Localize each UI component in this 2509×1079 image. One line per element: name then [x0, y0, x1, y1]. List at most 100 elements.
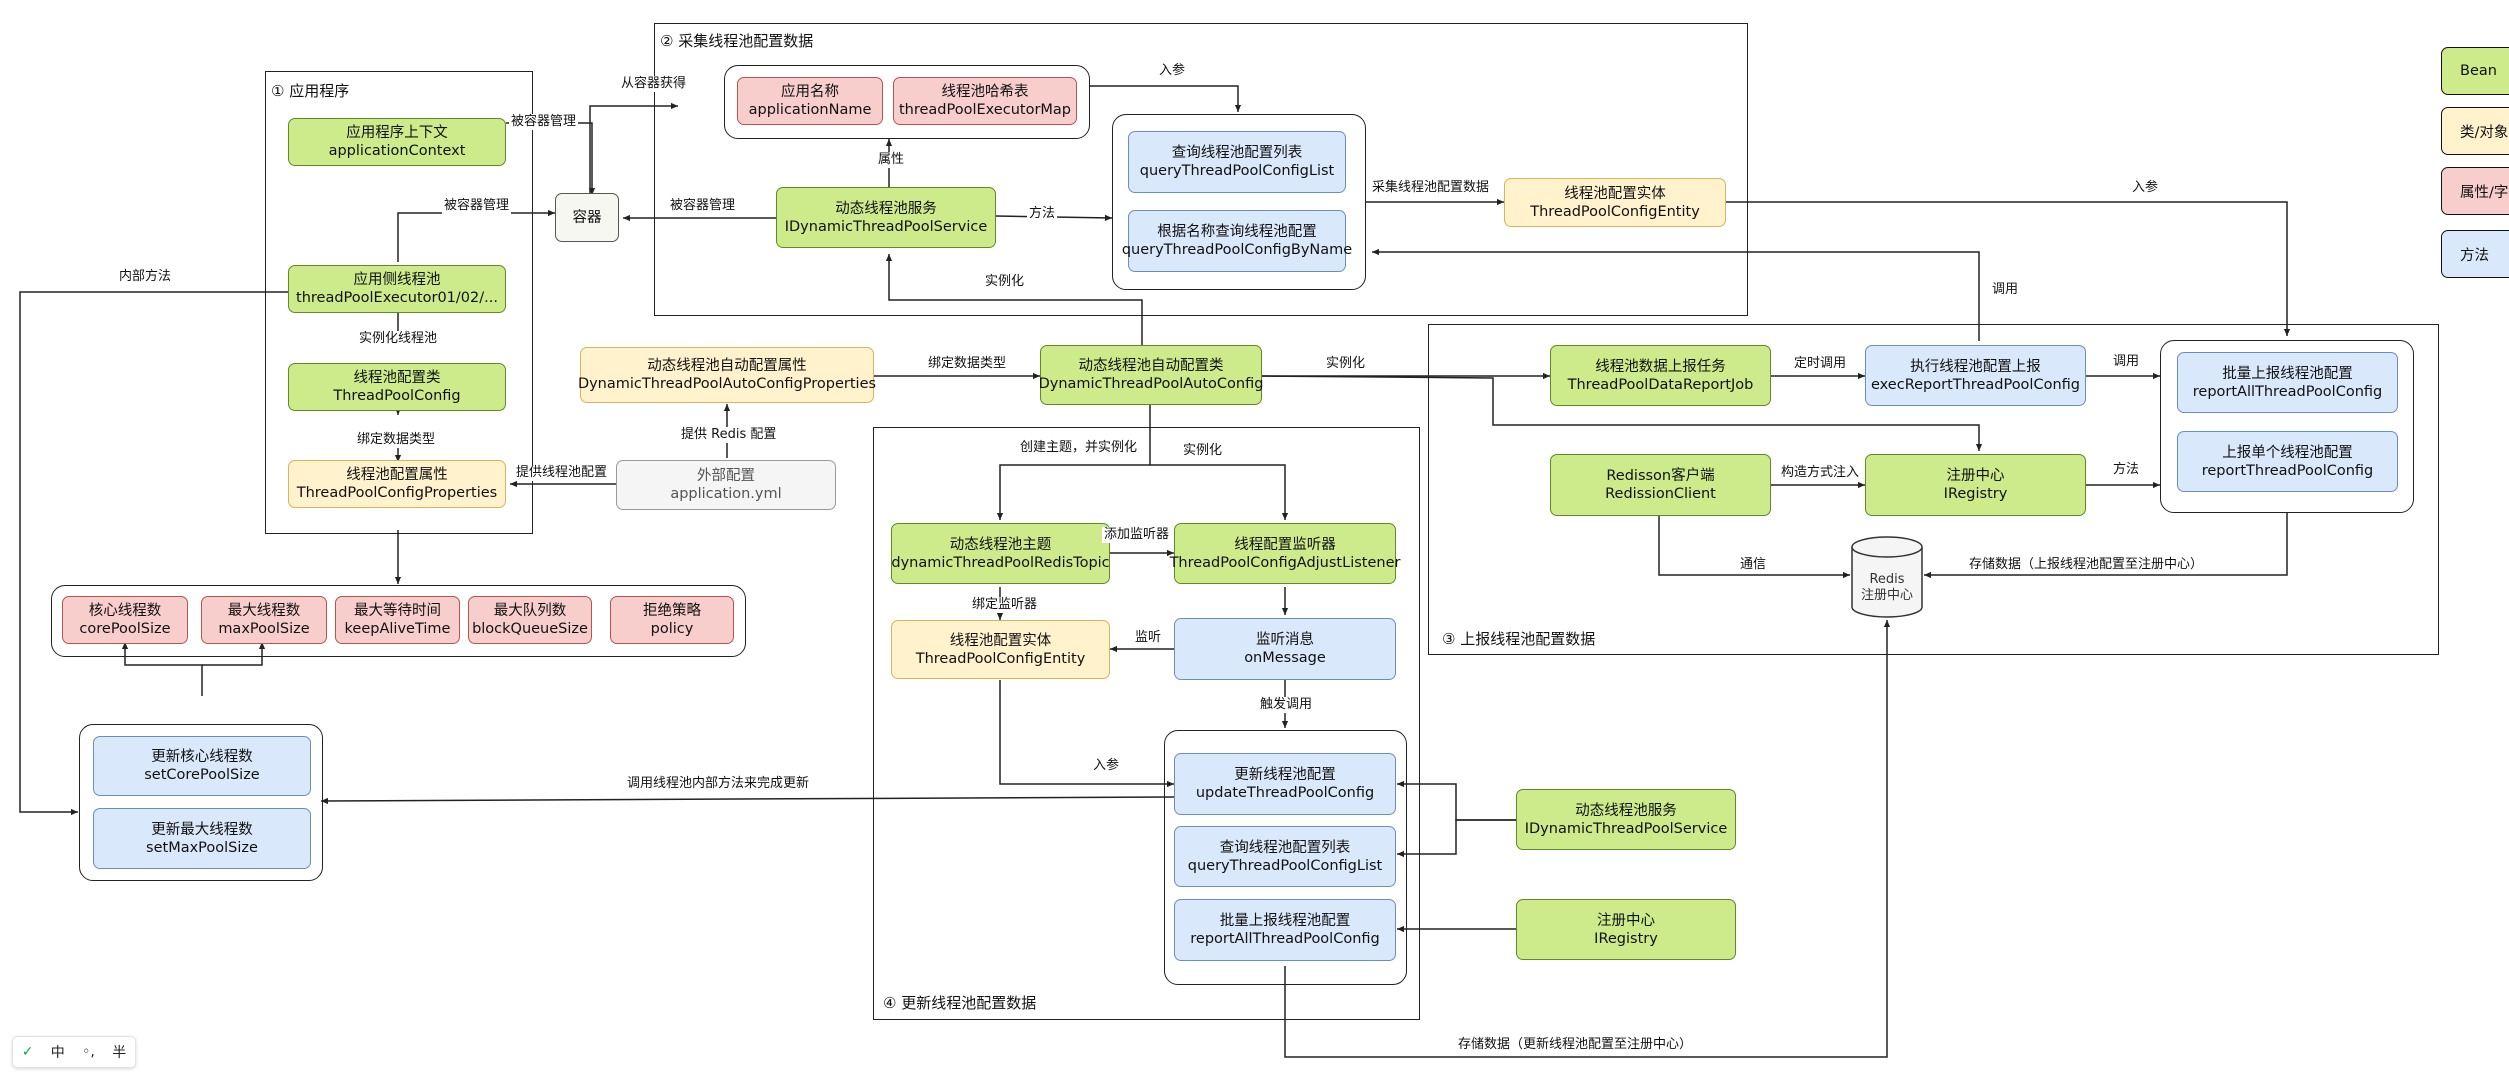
node-text-line-1: 最大队列数 [493, 603, 567, 619]
node-text-line-2: IRegistry [1594, 930, 1658, 947]
node-text-line-1: 外部配置 [697, 468, 755, 484]
node-redisson-client[interactable]: Redisson客户端 RedissionClient [1550, 454, 1771, 516]
group-query-methods [1112, 114, 1366, 290]
node-text-line-2: ThreadPoolDataReportJob [1567, 376, 1754, 393]
label-instantiate-3: 实例化 [1181, 443, 1225, 459]
ime-logo-icon: ✓ [21, 1044, 34, 1060]
panel-collect-title: ② 采集线程池配置数据 [660, 32, 814, 50]
node-text-line-2: threadPoolExecutorMap [898, 102, 1072, 118]
label-in-param-1: 入参 [1157, 63, 1188, 79]
node-text-line-1: 核心线程数 [88, 603, 162, 619]
label-instantiate-1: 实例化 [983, 274, 1027, 290]
node-text-line-1: 线程池配置实体 [949, 632, 1052, 649]
group-set-methods [79, 724, 323, 881]
node-text-line-2: setMaxPoolSize [146, 839, 258, 856]
node-text-line-1: 注册中心 [1946, 468, 2005, 484]
node-block-queue-size[interactable]: 最大队列数 blockQueueSize [468, 596, 592, 644]
ime-toolbar[interactable]: ✓ 中 ◦, 半 [12, 1036, 136, 1068]
node-text-line-2: application.yml [670, 486, 782, 502]
node-text-line-1: 线程池数据上报任务 [1595, 358, 1726, 375]
node-external-config-yml[interactable]: 外部配置 application.yml [616, 460, 836, 510]
node-text-line-2: ThreadPoolConfigProperties [296, 485, 498, 501]
node-text-line-2: IDynamicThreadPoolService [784, 218, 988, 235]
node-text-line-1: 查询线程池配置列表 [1219, 839, 1351, 856]
label-trigger-call: 触发调用 [1258, 697, 1315, 713]
label-from-container: 从容器获得 [619, 76, 689, 92]
node-text-line-1: Redisson客户端 [1606, 468, 1715, 484]
node-text-line-1: 上报单个线程池配置 [2222, 444, 2353, 461]
label-in-param-2: 入参 [2130, 180, 2161, 196]
node-text-line-2: reportThreadPoolConfig [2201, 462, 2374, 479]
node-text-line-2: dynamicThreadPoolRedisTopic [891, 554, 1110, 571]
node-text-line-1: 批量上报线程池配置 [2222, 365, 2353, 382]
group-update-methods [1164, 730, 1407, 985]
node-text-line-2: queryThreadPoolConfigByName [1121, 242, 1353, 258]
node-keep-alive-time[interactable]: 最大等待时间 keepAliveTime [335, 596, 460, 644]
node-container[interactable]: 容器 [555, 193, 619, 242]
node-text-line-2: blockQueueSize [472, 621, 588, 637]
ime-half-width[interactable]: 半 [112, 1045, 127, 1061]
label-instantiate-pool: 实例化线程池 [357, 331, 440, 347]
label-managed-2: 被容器管理 [442, 198, 512, 214]
node-text-line-2: DynamicThreadPoolAutoConfig [1038, 376, 1264, 392]
node-text-line-1: 应用侧线程池 [353, 272, 441, 288]
label-call-internal: 调用线程池内部方法来完成更新 [625, 776, 812, 792]
panel-application-title: ① 应用程序 [271, 82, 350, 100]
node-text-line-2: ThreadPoolConfig [333, 388, 461, 404]
node-text-line-2: updateThreadPoolConfig [1195, 785, 1375, 801]
label-attribute: 属性 [876, 152, 907, 168]
label-ctor-inject: 构造方式注入 [1779, 465, 1862, 481]
label-bind-listener: 绑定监听器 [970, 597, 1040, 613]
node-text-line-1: 动态线程池主题 [949, 536, 1052, 553]
node-text-line-2: ThreadPoolConfigEntity [1530, 203, 1700, 220]
node-text-line-1: 注册中心 [1597, 912, 1655, 929]
label-bind-type-1: 绑定数据类型 [355, 432, 438, 448]
legend-bean: Bean [2441, 47, 2509, 95]
node-text-line-2: keepAliveTime [344, 621, 451, 637]
ime-punctuation[interactable]: ◦, [82, 1044, 95, 1060]
node-text-line-2: maxPoolSize [218, 621, 310, 637]
node-text-line-1: 最大等待时间 [354, 603, 441, 619]
redis-database-icon [1851, 536, 1923, 618]
ime-mode-chinese[interactable]: 中 [50, 1045, 65, 1061]
panel-report [1428, 324, 2439, 655]
label-create-topic: 创建主题，并实例化 [1018, 440, 1140, 456]
panel-update [873, 427, 1420, 1020]
label-in-param-3: 入参 [1091, 758, 1122, 774]
node-text-line-2: queryThreadPoolConfigList [1187, 857, 1383, 874]
node-text-line-1: 应用程序上下文 [346, 125, 448, 141]
label-provide-props: 提供线程池配置 [514, 465, 610, 481]
node-text-line-2: RedissionClient [1605, 486, 1716, 502]
